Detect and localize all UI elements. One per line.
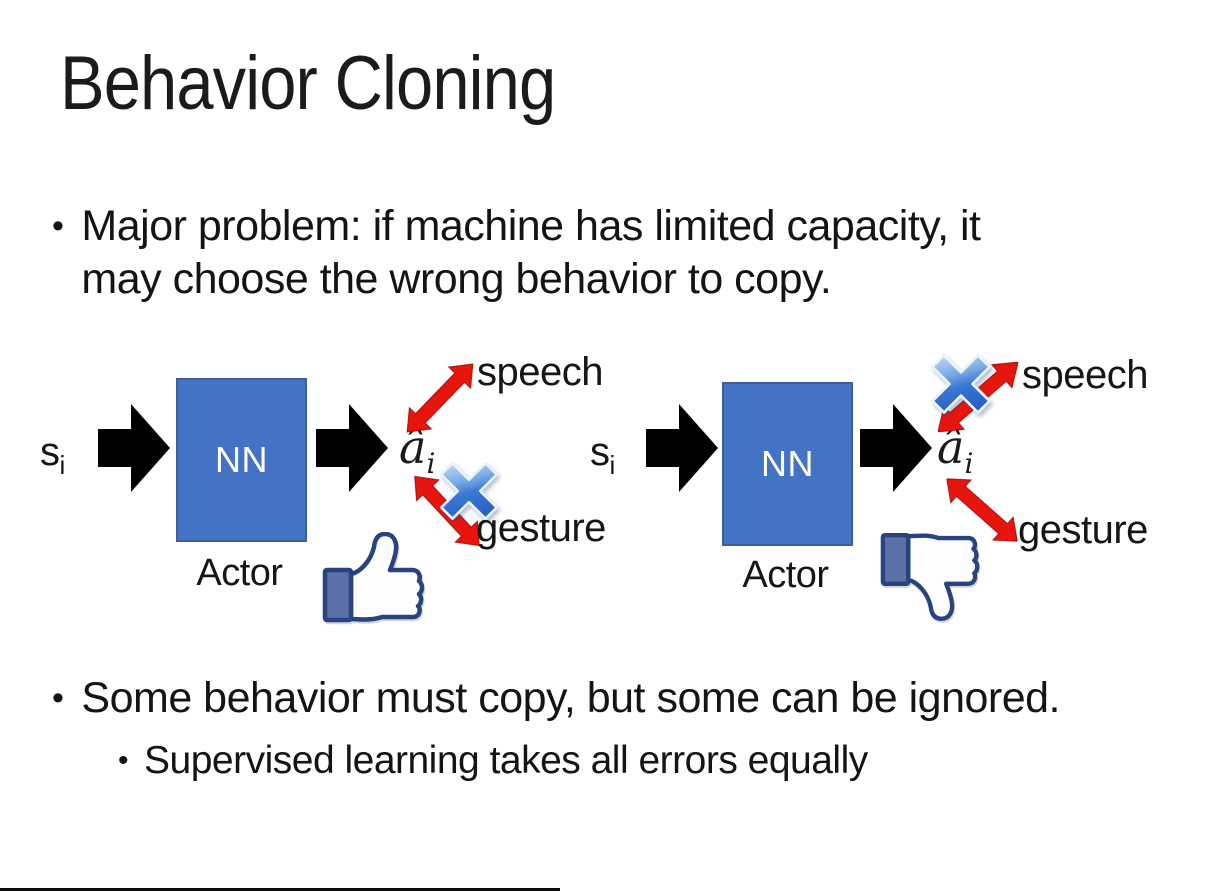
bullet-line-2: may choose the wrong behavior to copy. <box>81 255 832 303</box>
double-arrow-gesture-icon <box>946 478 1018 542</box>
bullet-dot <box>52 200 63 253</box>
state-input-label: si <box>40 430 65 480</box>
state-input-label: si <box>590 430 615 480</box>
bullet-major-problem: Major problem: if machine has limited ca… <box>52 200 981 306</box>
cross-out-icon <box>931 354 991 414</box>
actor-label: Actor <box>196 552 283 594</box>
gesture-label: gesture <box>1018 508 1148 552</box>
bullet-some-behavior: Some behavior must copy, but some can be… <box>52 672 1060 725</box>
slide-title: Behavior Cloning <box>60 41 556 126</box>
actor-label: Actor <box>742 554 829 596</box>
speech-label: speech <box>477 350 603 394</box>
speech-label: speech <box>1022 353 1148 397</box>
bullet-text: Supervised learning takes all errors equ… <box>144 739 868 782</box>
block-arrow-icon <box>860 404 932 492</box>
block-arrow-icon <box>646 404 718 492</box>
block-arrow-icon <box>98 404 170 492</box>
nn-box: NN <box>176 378 307 542</box>
cross-out-icon <box>439 461 499 521</box>
nn-box-label: NN <box>761 443 814 484</box>
nn-box: NN <box>722 382 853 546</box>
nn-box-label: NN <box>215 439 268 480</box>
bullet-line-1: Major problem: if machine has limited ca… <box>81 202 981 250</box>
bullet-text: Some behavior must copy, but some can be… <box>81 674 1060 722</box>
bullet-text: Major problem: if machine has limited ca… <box>81 200 981 306</box>
bottom-edge-line <box>0 888 560 891</box>
double-arrow-gesture-icon <box>414 475 480 547</box>
sub-bullet-supervised: Supervised learning takes all errors equ… <box>118 736 868 786</box>
thumbs-up-icon <box>322 532 425 623</box>
bullet-dot <box>118 736 128 786</box>
double-arrow-speech-icon <box>937 361 1019 433</box>
action-output-label: âi <box>399 420 436 481</box>
thumbs-down-icon <box>880 532 980 621</box>
block-arrow-icon <box>316 404 388 492</box>
bullet-dot <box>52 672 63 725</box>
gesture-label: gesture <box>476 506 606 550</box>
double-arrow-speech-icon <box>406 363 474 433</box>
action-output-label: âi <box>937 420 974 481</box>
